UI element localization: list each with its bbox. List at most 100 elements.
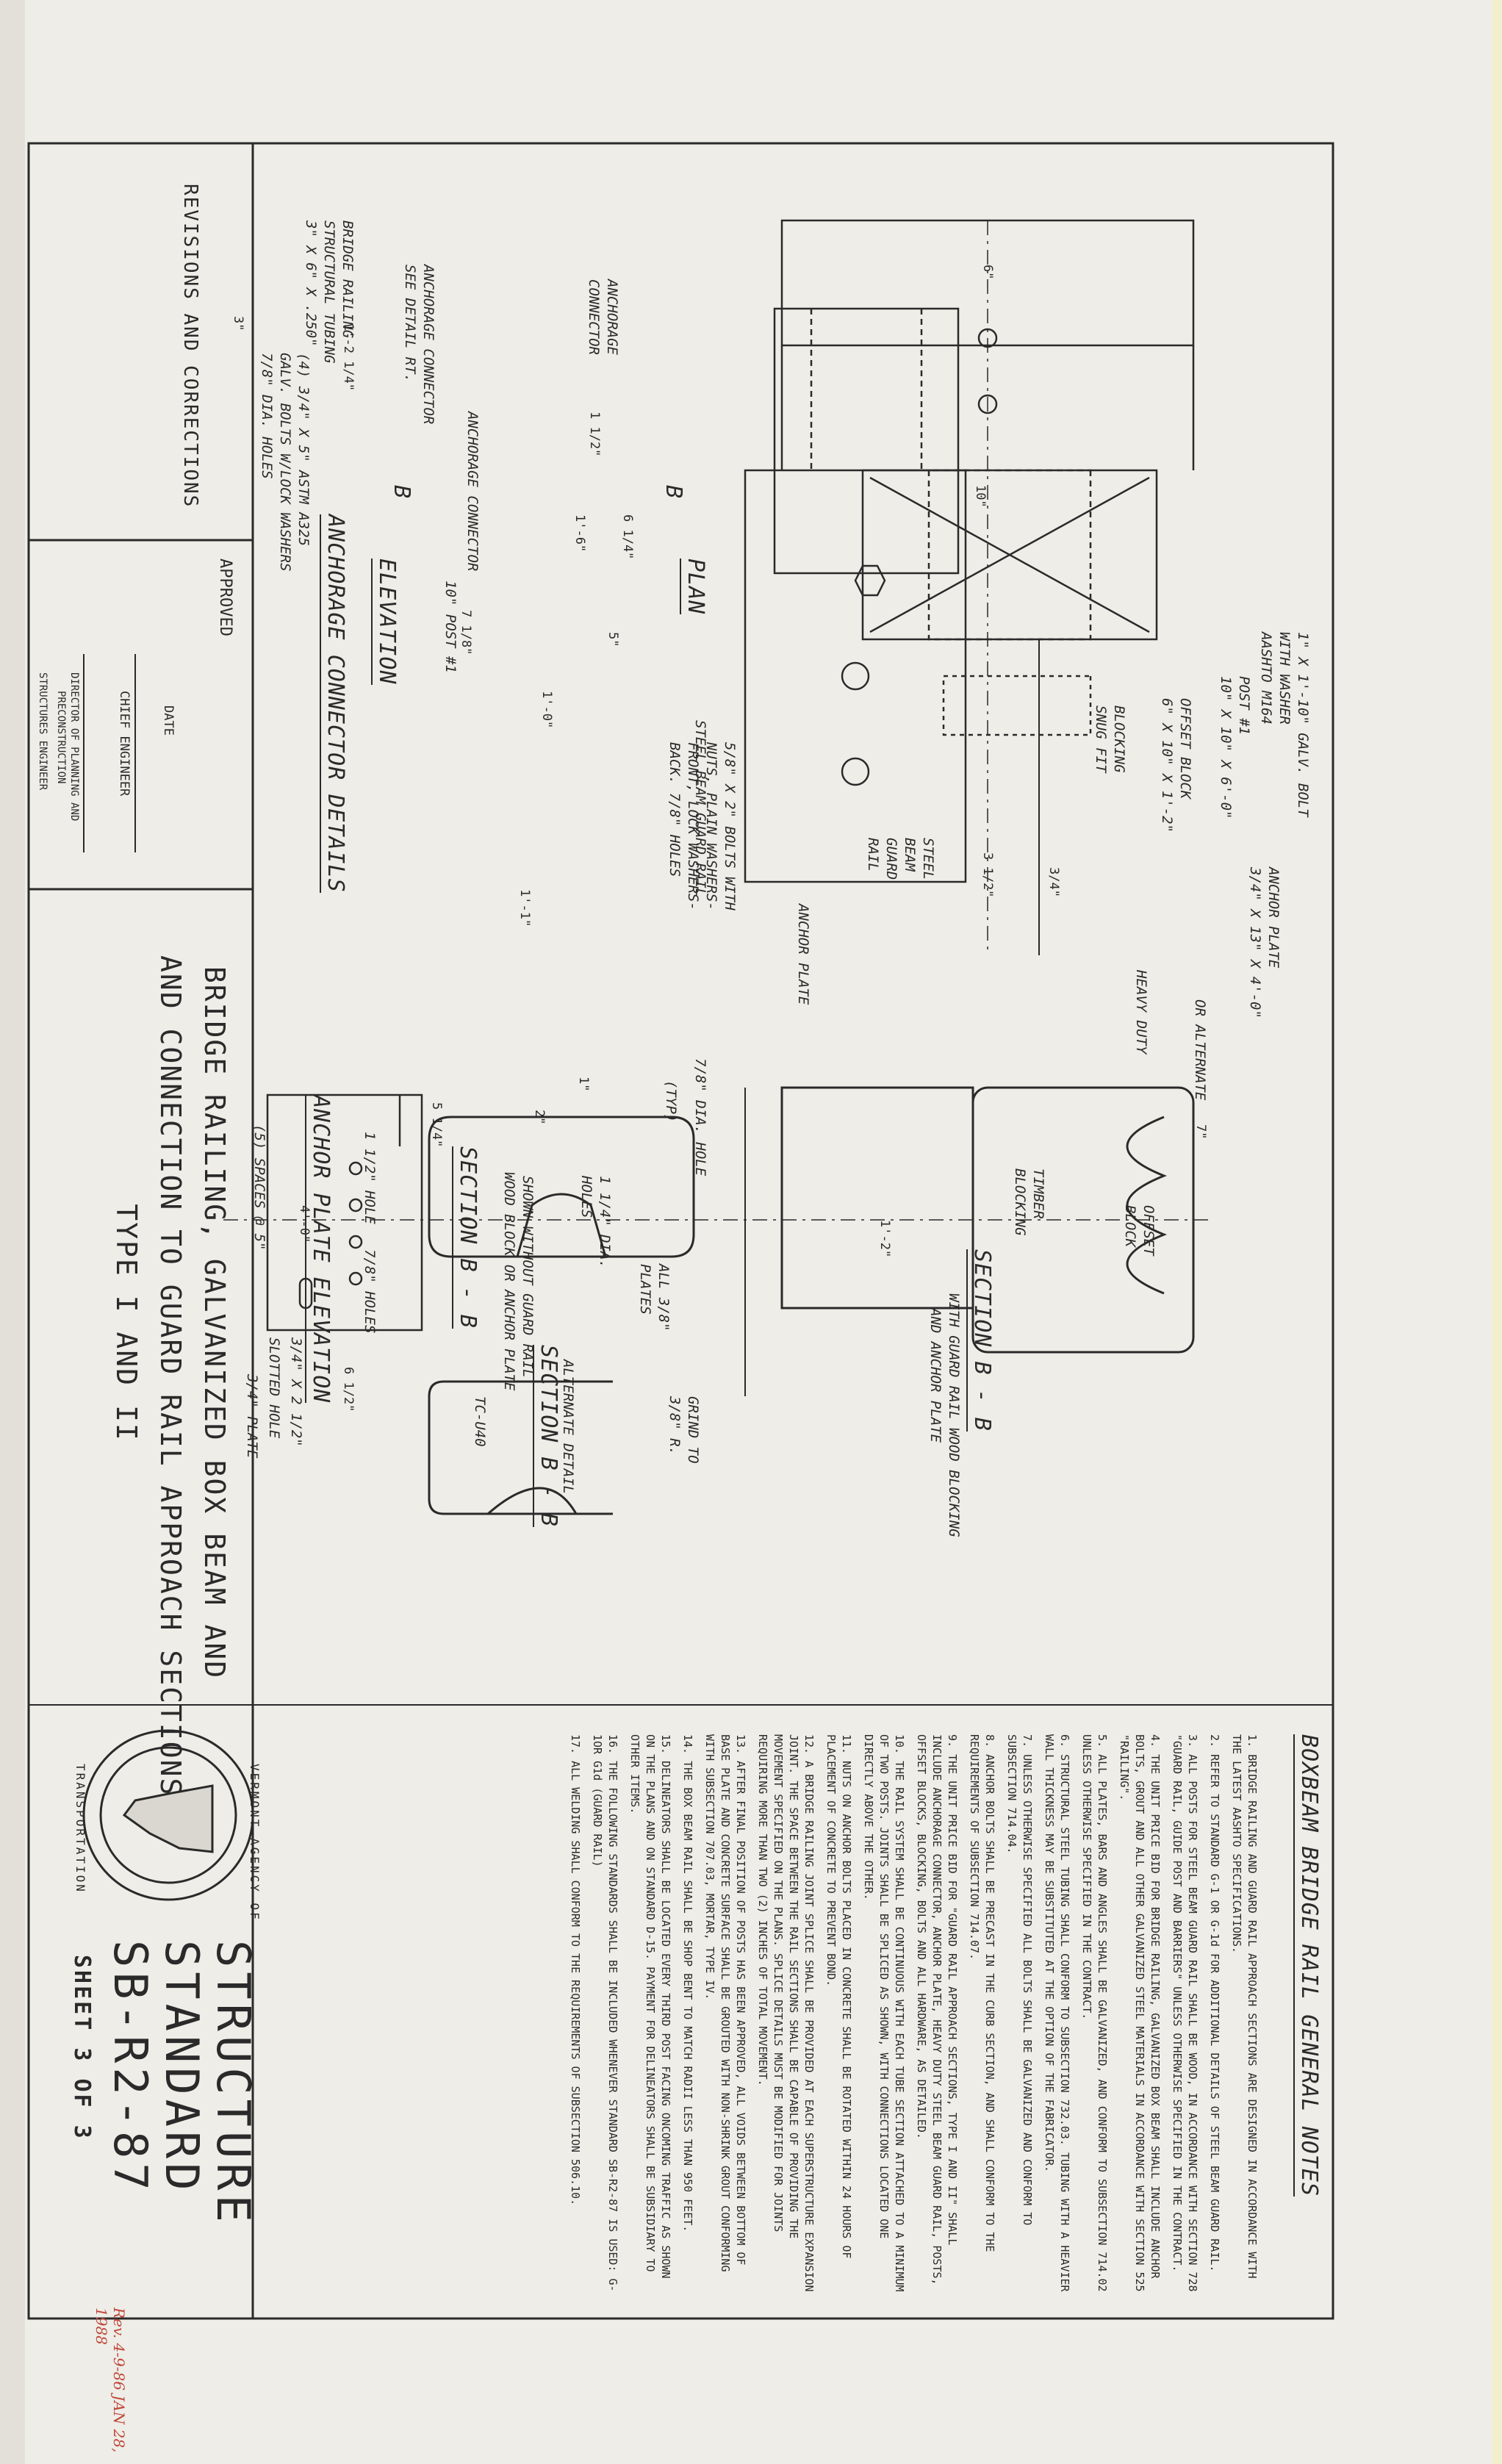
dim-1-0: 1'-0" [539, 691, 554, 729]
dia-holes-2-label: 1 1/4" DIA. [597, 1176, 613, 1268]
general-note-17: 17. ALL WELDING SHALL CONFORM TO THE REQ… [569, 1734, 582, 2206]
section-bb-title: SECTION B - B [966, 1249, 995, 1432]
seal-top-text: VERMONT AGENCY OF [248, 1764, 262, 1922]
nuts-washers-label: NUTS, PLAIN WASHERS- [703, 742, 719, 910]
back-holes-label: BACK. 7/8" HOLES [666, 742, 683, 877]
bolts-with-label: 5/8" X 2" BOLTS WITH [722, 742, 738, 910]
general-note-2: 2. REFER TO STANDARD G-1 OR G-1d FOR ADD… [1208, 1734, 1221, 2272]
steel-label: STEEL [920, 838, 936, 880]
paper-edge-left [0, 0, 25, 2464]
section-marker-2: B [661, 485, 686, 500]
general-note-6: 6. STRUCTURAL STEEL TUBING SHALL CONFORM… [1043, 1734, 1071, 2292]
dim-3-4: 3/4" [1046, 867, 1061, 897]
general-note-13: 13. AFTER FINAL POSITION OF POSTS HAS BE… [703, 1734, 747, 2272]
see-detail-label: SEE DETAIL RT. [402, 265, 418, 383]
elevation-view [744, 307, 967, 883]
bolt-top-label: 1" X 1'-10" GALV. BOLT [1295, 632, 1311, 817]
title-line-1: BRIDGE RAILING, GALVANIZED BOX BEAM AND [198, 966, 231, 1680]
block-label: BLOCK [1122, 1205, 1138, 1248]
anchor-plate-dim-label: ANCHOR PLATE [795, 904, 811, 1005]
general-note-16: 16. THE FOLLOWING STANDARDS SHALL BE INC… [591, 1734, 619, 2292]
section-bb-main [223, 1086, 1208, 1396]
title-line-2: AND CONNECTION TO GUARD RAIL APPROACH SE… [154, 955, 187, 1797]
structural-tubing-label: STRUCTURAL TUBING [321, 220, 337, 364]
galv-bolts2-label: GALV. BOLTS W/LOCK WASHERS [277, 353, 293, 572]
anchor-plate-label: ANCHOR PLATE [1265, 867, 1282, 969]
dim-1-2-1-4: 1'-2 1/4" [341, 323, 356, 392]
revisions-label: REVISIONS AND CORRECTIONS [179, 184, 201, 509]
sheet-number: SHEET 3 OF 3 [69, 1955, 95, 2141]
dia-hole-label: 7/8" DIA. HOLE [692, 1058, 708, 1177]
paper-edge-right [1492, 0, 1502, 2464]
holes-78-label: 7/8" HOLES [362, 1249, 378, 1334]
seal-bottom-text: TRANSPORTATION [73, 1764, 87, 1894]
all-plates-label: ALL 3/8" [655, 1264, 672, 1332]
anchorage-connector-see-label: ANCHORAGE CONNECTOR [420, 265, 436, 425]
dim-1: 1" [576, 1077, 591, 1092]
general-note-15: 15. DELINEATORS SHALL BE LOCATED EVERY T… [628, 1734, 672, 2279]
radius-label: 3/8" R. [666, 1396, 683, 1456]
approved-label: APPROVED [216, 558, 234, 636]
plate-label: 3/4" PLATE [244, 1374, 260, 1459]
general-note-12: 12. A BRIDGE RAILING JOINT SPLICE SHALL … [756, 1734, 816, 2292]
section-bb-alternate [428, 1380, 613, 1515]
spaces-label: (5) SPACES @ 5" [251, 1124, 267, 1251]
tc-u40-label: TC-U40 [472, 1396, 488, 1447]
anchorage-or-alt-label: OR ALTERNATE [1192, 999, 1208, 1101]
heavy-duty-label: HEAVY DUTY [1133, 970, 1149, 1055]
dim-7: 7" [1193, 1124, 1208, 1140]
post1-label: POST #1 [1236, 676, 1252, 736]
anchor-plate-size-label: 3/4" X 13" X 4'-0" [1247, 867, 1263, 1019]
section-bb-2-title: SECTION B - B [452, 1146, 481, 1329]
standard-number: SB-R2-87 [104, 1940, 157, 2195]
dim-5-1-4: 5 1/4" [429, 1102, 444, 1148]
dim-1-6: 1'-6" [572, 514, 587, 553]
vermont-seal [82, 1729, 254, 1901]
general-note-5: 5. ALL PLATES, BARS AND ANGLES SHALL BE … [1080, 1734, 1109, 2292]
anchor-plate-elevation [266, 1093, 423, 1332]
general-note-4: 4. THE UNIT PRICE BID FOR BRIDGE RAILING… [1118, 1734, 1162, 2292]
general-note-10: 10. THE RAIL SYSTEM SHALL BE CONTINUOUS … [862, 1734, 906, 2292]
plates-label: PLATES [637, 1264, 653, 1315]
tubing-size-label: 3" X 6" X .250" [303, 220, 319, 347]
director-line1: DIRECTOR OF PLANNING AND [68, 672, 80, 822]
dim-10: 10" [973, 485, 988, 508]
general-note-1: 1. BRIDGE RAILING AND GUARD RAIL APPROAC… [1230, 1734, 1259, 2279]
section-bb-sub1: WITH GUARD RAIL WOOD BLOCKING [946, 1293, 962, 1537]
general-notes-list: 1. BRIDGE RAILING AND GUARD RAIL APPROAC… [561, 1734, 1260, 2293]
dim-4-0: 4'-0" [297, 1205, 312, 1243]
blocking-label: BLOCKING [1111, 705, 1127, 773]
standard-label: STANDARD [155, 1940, 209, 2195]
dim-7-1-8: 7 1/8" [459, 610, 473, 655]
slot-size-label: 3/4" X 2 1/2" [288, 1337, 304, 1447]
dim-1-1-2: 1 1/2" [587, 412, 602, 457]
director-line2: PRECONSTRUCTION [55, 691, 67, 784]
dim-6-1-4: 6 1/4" [620, 514, 635, 560]
offset-label: OFFSET [1140, 1205, 1157, 1256]
general-note-7: 7. UNLESS OTHERWISE SPECIFIED ALL BOLTS … [1005, 1734, 1034, 2226]
title-line-3: TYPE I AND II [110, 1204, 143, 1442]
hole-half-label: 1 1/2" HOLE [362, 1132, 378, 1224]
galv-bolts-label: (4) 3/4" X 5" ASTM A325 [295, 353, 312, 547]
general-notes-title: BOXBEAM BRIDGE RAIL GENERAL NOTES [1293, 1734, 1322, 2197]
plan-view [780, 219, 1195, 955]
slotted-hole-label: SLOTTED HOLE [266, 1337, 282, 1439]
dia-holes-label: 7/8" DIA. HOLES [259, 353, 275, 479]
section-bb-sub2: AND ANCHOR PLATE [927, 1308, 944, 1443]
structure-label: STRUCTURE [206, 1940, 260, 2227]
holes-label: HOLES [578, 1176, 594, 1218]
dim-6: 6" [980, 265, 995, 280]
post1-size-label: 10" X 10" X 6'-0" [1218, 676, 1234, 819]
anchorage-connector-title: ANCHORAGE CONNECTOR DETAILS [320, 514, 348, 893]
anchorage-label: ANCHORAGE [604, 279, 620, 355]
date-label: DATE [161, 705, 176, 736]
section-bb-tube [428, 1116, 695, 1258]
typ-label: (TYP) [663, 1080, 679, 1123]
general-note-3: 3. ALL POSTS FOR STEEL BEAM GUARD RAIL S… [1171, 1734, 1199, 2292]
post-label: 10" POST #1 [442, 581, 459, 673]
dim-3-1-2: 3 1/2" [980, 852, 995, 898]
section-marker-1: B [389, 485, 414, 500]
